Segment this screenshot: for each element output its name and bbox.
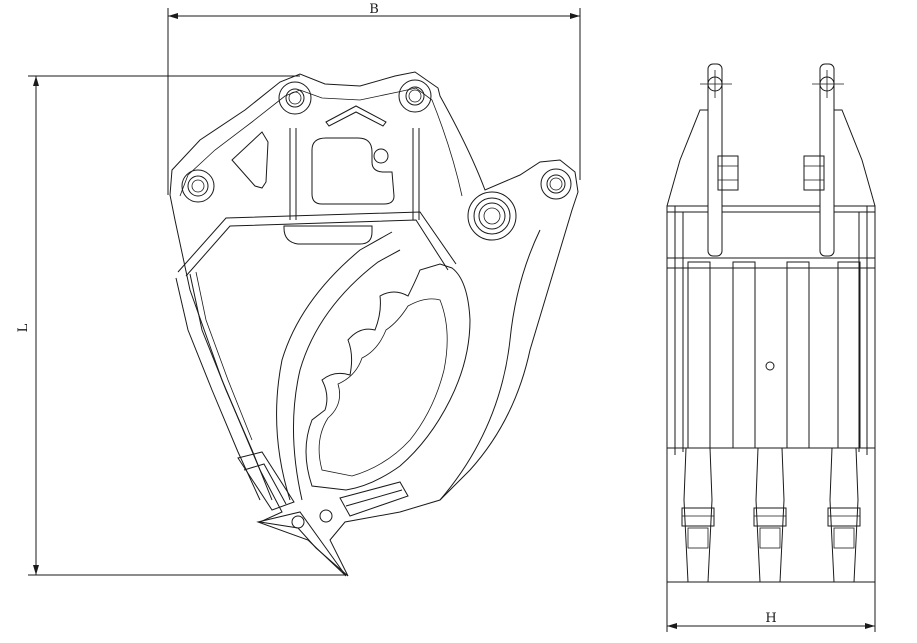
side-tip-pin-1 (291, 515, 305, 529)
side-tooth-2 (339, 481, 409, 517)
front-tooth-3 (827, 447, 861, 583)
side-cutout-window (311, 137, 395, 205)
side-tip (256, 511, 347, 577)
side-tooth-1 (237, 451, 295, 511)
front-tooth-1 (681, 447, 715, 583)
side-tip-pin-2 (319, 509, 333, 523)
front-strip-3 (786, 261, 810, 449)
front-strip-4 (837, 261, 861, 449)
side-cutout-hole (373, 148, 389, 164)
front-strip-2 (732, 261, 756, 449)
side-jaw-inner (318, 298, 448, 477)
pin-pivot (467, 191, 517, 241)
dimension-h-label: H (765, 611, 776, 626)
side-arm-inner (293, 249, 401, 501)
front-tooth-2 (753, 447, 787, 583)
side-outer-shell (169, 71, 579, 577)
front-center-hole (765, 361, 775, 371)
side-cutout-triangle (231, 131, 269, 189)
dimension-l-label: L (16, 323, 31, 332)
front-lug-left (700, 63, 739, 257)
side-jaw (305, 263, 471, 491)
pin-right (540, 168, 572, 200)
side-view (169, 71, 579, 577)
front-lug-right (803, 63, 844, 257)
side-chevron (325, 105, 387, 127)
front-strip-1 (687, 261, 711, 449)
side-arm-outer (276, 231, 393, 501)
side-top-plate (177, 211, 457, 277)
pin-top-left (278, 81, 312, 115)
side-right-arm (439, 229, 541, 501)
side-slot (283, 225, 373, 245)
pin-left (181, 169, 215, 203)
dimension-h: H (666, 580, 876, 632)
front-view (666, 63, 876, 583)
side-left-wall (175, 273, 273, 501)
front-ear-left (666, 109, 713, 207)
front-ear-right (829, 109, 876, 207)
pin-top-right (398, 79, 432, 113)
dimension-l: L (16, 75, 346, 576)
dimension-b: B (167, 2, 581, 195)
dimension-b-label: B (369, 2, 379, 17)
